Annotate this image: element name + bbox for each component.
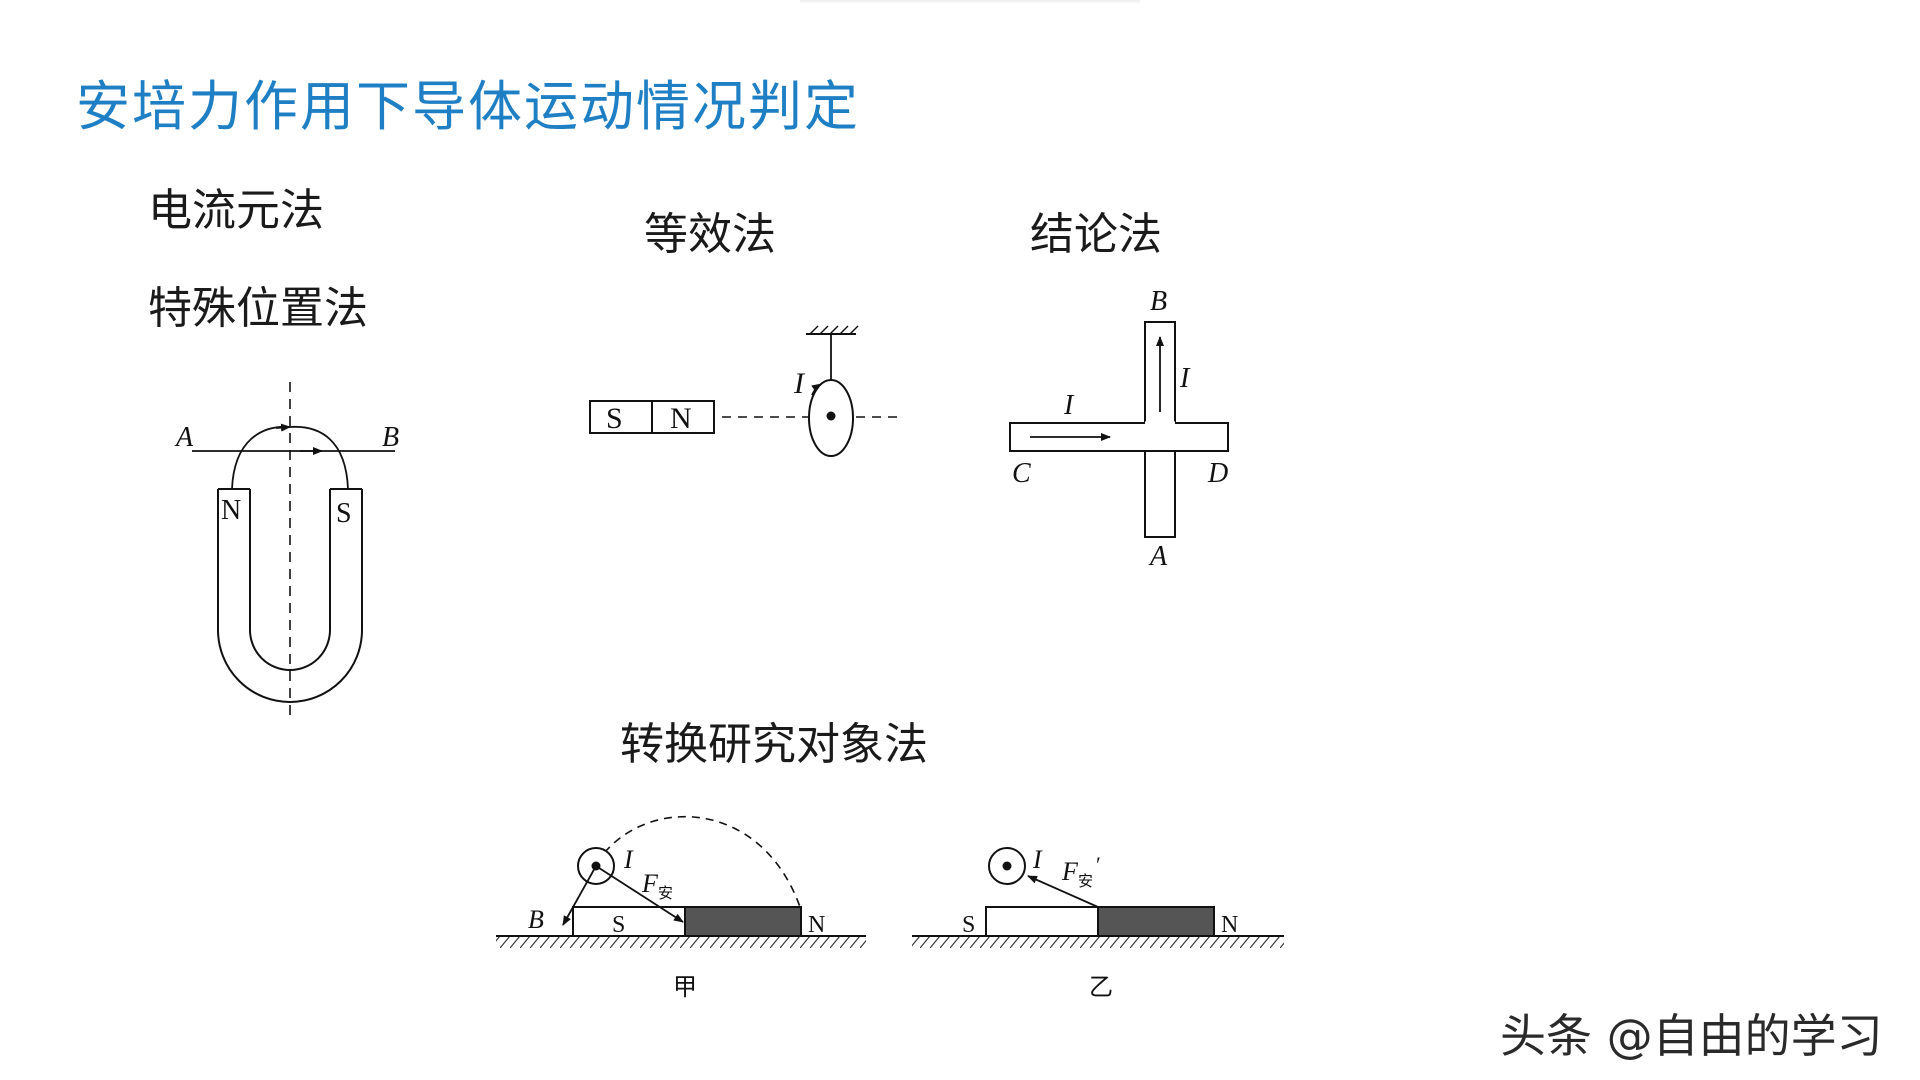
label-s: S — [612, 912, 625, 938]
method-special-position: 特殊位置法 — [148, 283, 368, 334]
label-prime: ′ — [1096, 852, 1101, 877]
label-s: S — [962, 912, 975, 938]
label-n: N — [1221, 912, 1238, 938]
label-d: D — [1207, 458, 1228, 489]
caption-jia: 甲 — [673, 975, 697, 1001]
slide-title: 安培力作用下导体运动情况判定 — [76, 75, 860, 138]
method-conclusion: 结论法 — [1030, 209, 1162, 260]
figure-yi: I F 安 ′ S N 乙 — [912, 845, 1284, 1001]
label-f-subscript: 安 — [658, 885, 673, 902]
label-b: B — [1150, 286, 1167, 317]
method-switch-object: 转换研究对象法 — [620, 719, 928, 770]
label-a: A — [1148, 541, 1168, 572]
label-s-pole: S — [336, 498, 352, 529]
ground-hatch — [496, 936, 866, 948]
horizontal-conductor — [1009, 422, 1229, 452]
label-c: C — [1012, 458, 1031, 489]
label-s: S — [606, 402, 623, 435]
force-arrow — [595, 865, 684, 923]
label-i-horizontal: I — [1063, 390, 1075, 421]
label-n: N — [670, 402, 692, 435]
label-i: I — [623, 845, 634, 874]
ground-hatch — [912, 936, 1284, 948]
figure-jia: I F 安 B S N 甲 — [496, 815, 866, 1001]
label-f-subscript: 安 — [1078, 873, 1093, 890]
magnet-s-half — [985, 906, 1099, 937]
u-magnet-inner — [249, 489, 331, 671]
u-magnet-outer — [217, 489, 363, 703]
cross-conductors-figure: B A C D I I — [1009, 286, 1229, 572]
top-shadow — [800, 0, 1140, 4]
field-line-dashed — [595, 815, 801, 908]
magnet-n-half — [684, 906, 802, 937]
u-magnet-figure: A B N S — [174, 382, 399, 715]
field-b-arrow — [562, 865, 597, 926]
method-equivalent: 等效法 — [644, 209, 776, 260]
label-b: B — [382, 422, 399, 453]
magnet-n-half — [1097, 906, 1215, 937]
label-f: F — [641, 869, 659, 898]
caption-yi: 乙 — [1089, 975, 1113, 1001]
watermark: 头条 @自由的学习 — [1500, 1009, 1883, 1063]
bar-magnet-figure: S N I — [589, 325, 900, 457]
magnet-s-half — [572, 906, 686, 937]
method-current-element: 电流元法 — [148, 185, 324, 236]
label-i-vertical: I — [1179, 363, 1191, 394]
force-arrow — [1027, 875, 1099, 908]
label-n-pole: N — [221, 495, 241, 526]
label-b: B — [528, 905, 544, 934]
label-f: F — [1061, 857, 1079, 886]
label-a: A — [174, 422, 194, 453]
label-n: N — [808, 912, 825, 938]
label-i: I — [1032, 845, 1043, 874]
label-current: I — [793, 367, 806, 400]
